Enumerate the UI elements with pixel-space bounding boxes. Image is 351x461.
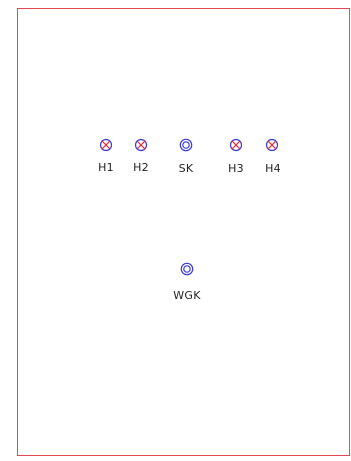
lamp-h2-icon[interactable]	[134, 138, 148, 152]
label-h1: H1	[98, 161, 114, 174]
lamp-h3-icon[interactable]	[229, 138, 243, 152]
label-sk: SK	[178, 162, 194, 175]
lamp-cross-icon	[99, 138, 113, 152]
lamp-cross-icon	[134, 138, 148, 152]
drawing-frame	[17, 8, 350, 456]
socket-double-circle-icon	[180, 262, 194, 276]
label-h4: H4	[265, 162, 281, 175]
socket-double-circle-icon	[179, 138, 193, 152]
label-wgk: WGK	[173, 289, 201, 302]
lamp-cross-icon	[229, 138, 243, 152]
label-h2: H2	[133, 161, 149, 174]
label-h3: H3	[228, 162, 244, 175]
lamp-h1-icon[interactable]	[99, 138, 113, 152]
lamp-cross-icon	[265, 138, 279, 152]
lamp-h4-icon[interactable]	[265, 138, 279, 152]
socket-sk-icon[interactable]	[179, 138, 193, 152]
socket-wgk-icon[interactable]	[180, 262, 194, 276]
